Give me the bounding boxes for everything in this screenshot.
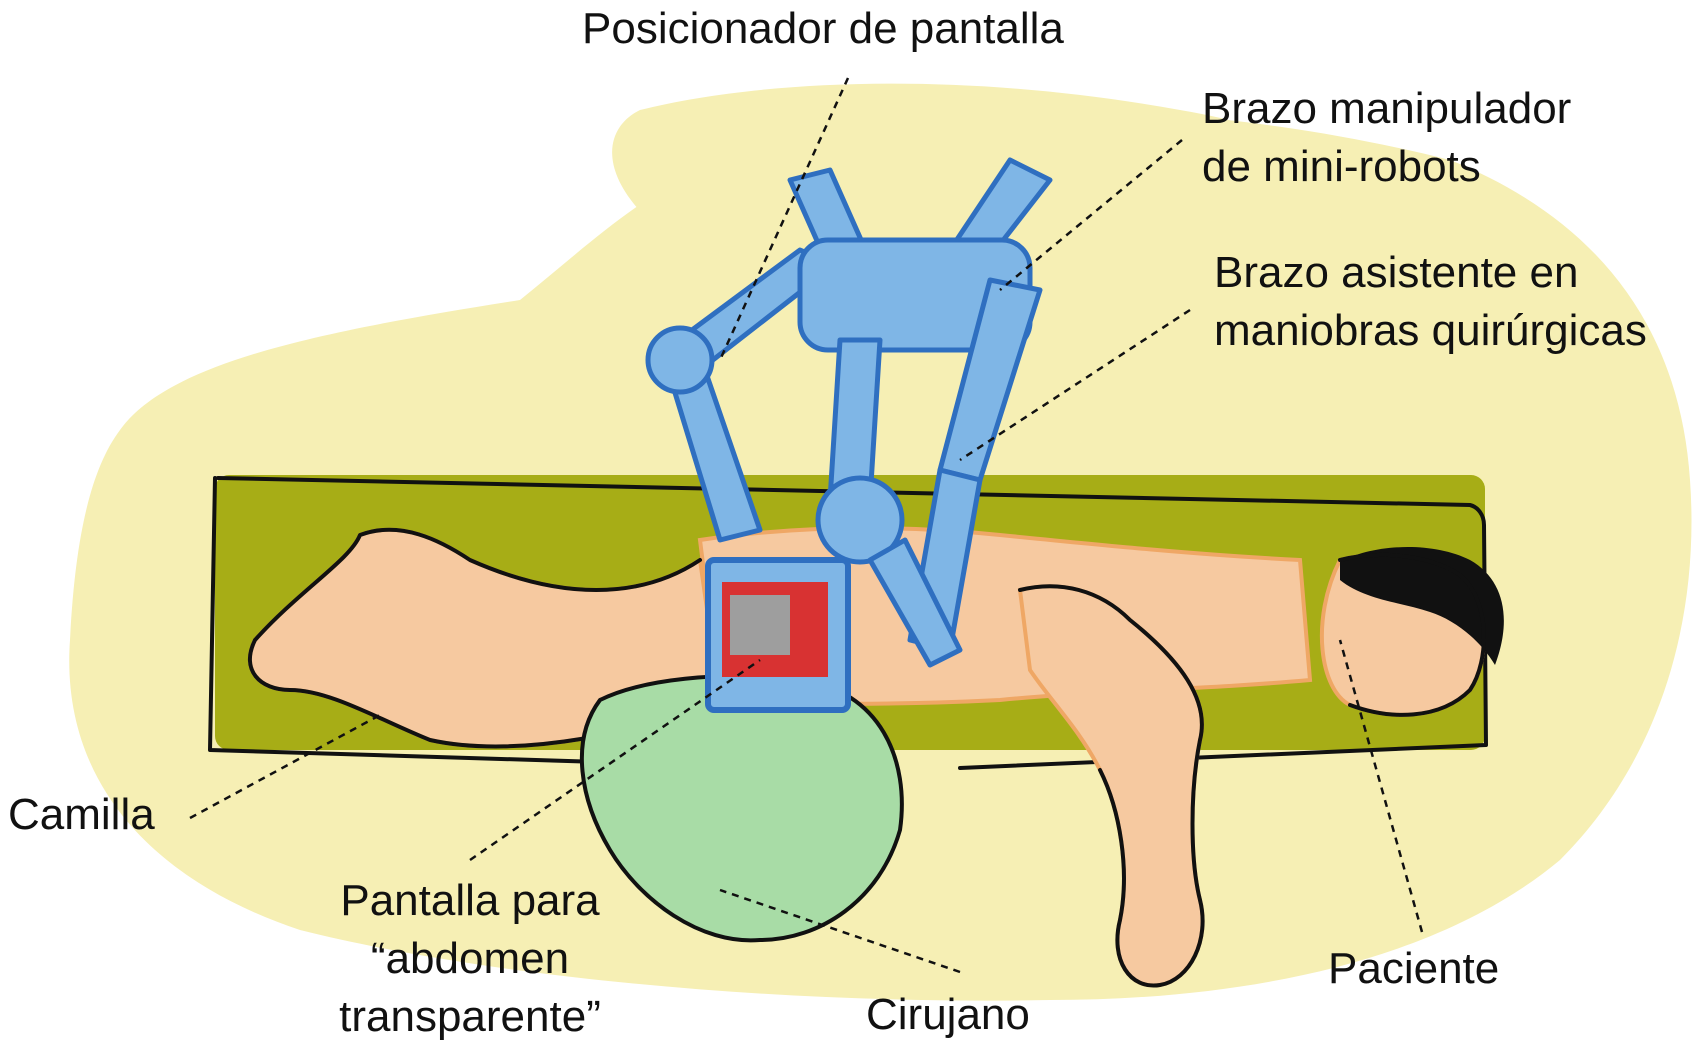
label-line: Pantalla para — [320, 872, 620, 930]
label-line: Posicionador de pantalla — [582, 0, 1064, 58]
label-patient: Paciente — [1328, 940, 1499, 998]
label-line: maniobras quirúrgicas — [1214, 302, 1647, 360]
label-line: Brazo manipulador — [1202, 80, 1571, 138]
label-screen: Pantalla para “abdomen transparente” — [320, 872, 620, 1046]
label-screen-positioner: Posicionador de pantalla — [582, 0, 1064, 58]
label-line: Cirujano — [866, 986, 1030, 1044]
label-line: Brazo asistente en — [1214, 244, 1647, 302]
label-manipulator-arm: Brazo manipulador de mini-robots — [1202, 80, 1571, 196]
label-line: de mini-robots — [1202, 138, 1571, 196]
label-line: Camilla — [8, 786, 155, 844]
label-line: transparente” — [320, 988, 620, 1046]
label-stretcher: Camilla — [8, 786, 155, 844]
label-line: Paciente — [1328, 940, 1499, 998]
screen-display-gray — [730, 595, 790, 655]
label-line: “abdomen — [320, 930, 620, 988]
label-assistant-arm: Brazo asistente en maniobras quirúrgicas — [1214, 244, 1647, 360]
screen-positioner-joint — [648, 328, 712, 392]
label-surgeon: Cirujano — [866, 986, 1030, 1044]
